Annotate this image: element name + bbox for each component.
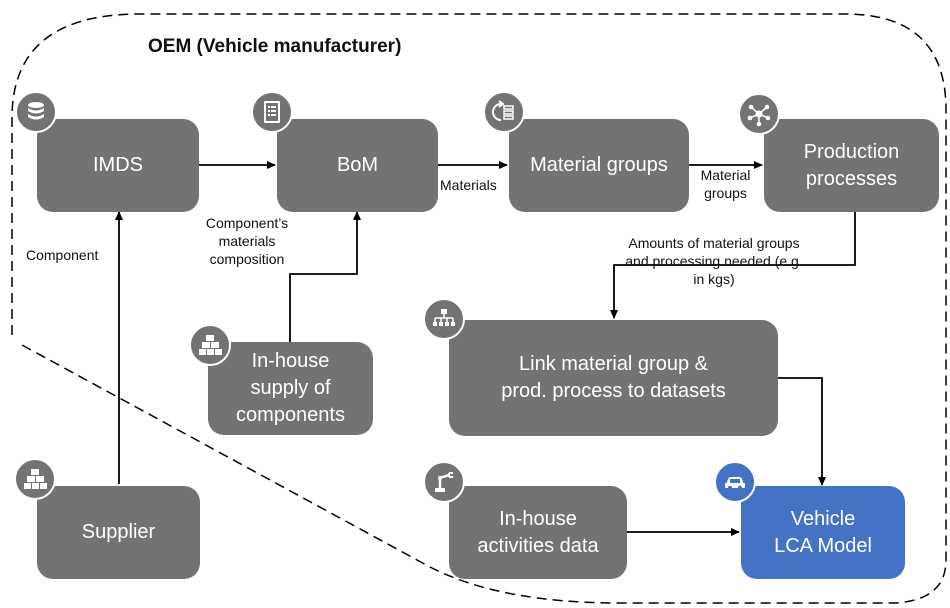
hierarchy-icon: [423, 298, 465, 340]
bom-label: BoM: [336, 154, 379, 176]
edge-link-vehicle: [778, 377, 826, 486]
supplier-label: Supplier: [81, 521, 156, 543]
car-icon: [714, 461, 756, 503]
material-groups-label: Material groups: [530, 154, 668, 176]
vehicle-lca-node[interactable]: Vehicle LCA Model: [741, 486, 905, 579]
edge-supply-bom: [289, 211, 361, 342]
edge-production-link: [610, 212, 856, 319]
list-document-icon: [251, 91, 293, 133]
materials-label: Materials: [440, 177, 497, 193]
robot-arm-icon: [423, 461, 465, 503]
production-processes-label: Production processes: [803, 140, 900, 190]
database-icon: [15, 91, 57, 133]
production-processes-node[interactable]: Production processes: [764, 119, 939, 212]
link-datasets-label: Link material group & prod. process to d…: [501, 353, 726, 402]
in-house-activities-label: In-house activities data: [477, 507, 599, 557]
boxes-stack-icon: [14, 458, 56, 500]
link-datasets-node[interactable]: Link material group & prod. process to d…: [449, 320, 778, 436]
amounts-label: Amounts of material groups and processin…: [625, 235, 803, 287]
network-hub-icon: [738, 93, 780, 135]
components-materials-label: Component’s materials composition: [205, 215, 289, 267]
material-groups-node[interactable]: Material groups: [509, 119, 689, 212]
in-house-supply-node[interactable]: In-house supply of components: [208, 342, 373, 435]
supplier-node[interactable]: Supplier: [37, 486, 200, 579]
material-groups-edge-label: Material groups: [700, 167, 751, 201]
oem-boundary: [11, 13, 947, 604]
refresh-list-icon: [483, 91, 525, 133]
oem-title: OEM (Vehicle manufacturer): [148, 36, 402, 57]
in-house-activities-node[interactable]: In-house activities data: [449, 486, 627, 579]
bom-node[interactable]: BoM: [277, 119, 438, 212]
imds-label: IMDS: [93, 154, 143, 176]
component-label: Component: [26, 247, 99, 263]
vehicle-lca-label: Vehicle LCA Model: [774, 507, 872, 557]
imds-node[interactable]: IMDS: [37, 119, 199, 212]
boxes-stack-icon: [189, 324, 231, 366]
in-house-supply-label: In-house supply of components: [236, 350, 345, 426]
